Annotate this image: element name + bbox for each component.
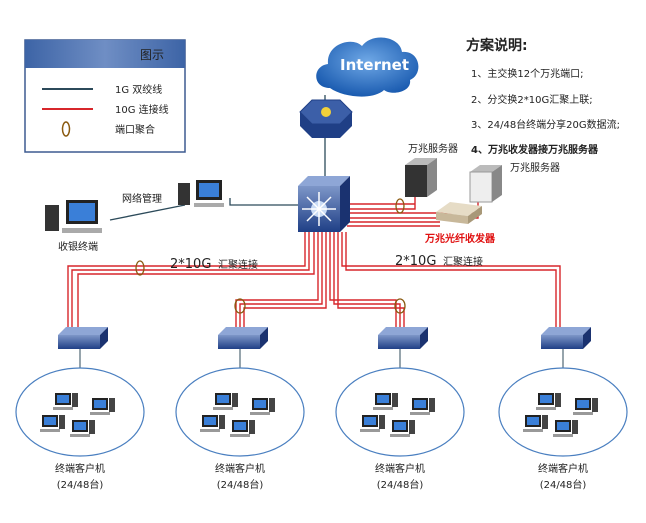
client-group: 终端客户机 (24/48台) [15, 327, 145, 491]
server-icon [469, 165, 502, 203]
legend-10g-label: 10G 连接线 [115, 103, 169, 116]
client-zone [498, 367, 628, 457]
management-pc-icon [178, 180, 224, 207]
client-zone [15, 367, 145, 457]
agg-right-label: 汇聚连接 [443, 255, 483, 268]
client-pc-icon [410, 398, 435, 415]
core-switch-icon [298, 176, 350, 232]
client-pc-icon [553, 420, 578, 437]
plan-description: 方案说明: 1、主交换12个万兆端口; 2、分交换2*10G汇聚上联; 3、24… [466, 37, 620, 156]
access-switch-icon [541, 327, 591, 349]
client-pc-icon [573, 398, 598, 415]
plan-item: 1、主交换12个万兆端口; [471, 67, 583, 80]
client-zone [175, 367, 305, 457]
legend-agg-icon [61, 121, 71, 137]
plan-title: 方案说明: [466, 37, 528, 54]
server-label: 万兆服务器 [408, 142, 458, 155]
client-pc-icon [250, 398, 275, 415]
plan-item: 2、分交换2*10G汇聚上联; [471, 93, 593, 106]
client-pc-icon [360, 415, 385, 432]
cashier-label: 收银终端 [58, 240, 98, 253]
agg-right-bandwidth: 2*10G [395, 254, 436, 269]
access-switch-icon [378, 327, 428, 349]
client-pc-icon [70, 420, 95, 437]
client-group-count: (24/48台) [217, 478, 264, 491]
legend-1g-label: 1G 双绞线 [115, 83, 162, 96]
internet-cloud-icon: Internet [316, 37, 419, 97]
access-switch-icon [218, 327, 268, 349]
client-pc-icon [90, 398, 115, 415]
server-label: 万兆服务器 [510, 161, 560, 174]
management-label: 网络管理 [122, 192, 162, 205]
client-pc-icon [390, 420, 415, 437]
client-pc-icon [373, 393, 398, 410]
access-switch-icon [58, 327, 108, 349]
router-icon [299, 99, 353, 138]
client-group: 终端客户机 (24/48台) [175, 327, 305, 491]
plan-item: 3、24/48台终端分享20G数据流; [471, 118, 620, 131]
cashier-pc-icon [45, 200, 102, 233]
client-pc-icon [523, 415, 548, 432]
client-group-count: (24/48台) [377, 478, 424, 491]
client-group-count: (24/48台) [540, 478, 587, 491]
agg-left-label: 汇聚连接 [218, 258, 258, 271]
client-pc-icon [213, 393, 238, 410]
client-group: 终端客户机 (24/48台) [335, 327, 465, 491]
transceiver-icon [436, 202, 482, 224]
legend: 图示 1G 双绞线 10G 连接线 端口聚合 [24, 39, 186, 153]
agg-left-bandwidth: 2*10G [170, 257, 211, 272]
client-group-label: 终端客户机 [215, 462, 265, 475]
client-group-count: (24/48台) [57, 478, 104, 491]
client-group-label: 终端客户机 [55, 462, 105, 475]
plan-item: 4、万兆收发器接万兆服务器 [471, 143, 599, 156]
client-group-label: 终端客户机 [538, 462, 588, 475]
client-pc-icon [200, 415, 225, 432]
internet-label: Internet [340, 56, 409, 74]
client-group: 终端客户机 (24/48台) [498, 327, 628, 491]
server-icon [405, 158, 437, 197]
legend-title: 图示 [140, 48, 164, 62]
legend-agg-label: 端口聚合 [115, 123, 155, 136]
client-pc-icon [53, 393, 78, 410]
client-pc-icon [536, 393, 561, 410]
client-pc-icon [40, 415, 65, 432]
client-group-label: 终端客户机 [375, 462, 425, 475]
client-zone [335, 367, 465, 457]
client-pc-icon [230, 420, 255, 437]
transceiver-label: 万兆光纤收发器 [424, 232, 496, 245]
